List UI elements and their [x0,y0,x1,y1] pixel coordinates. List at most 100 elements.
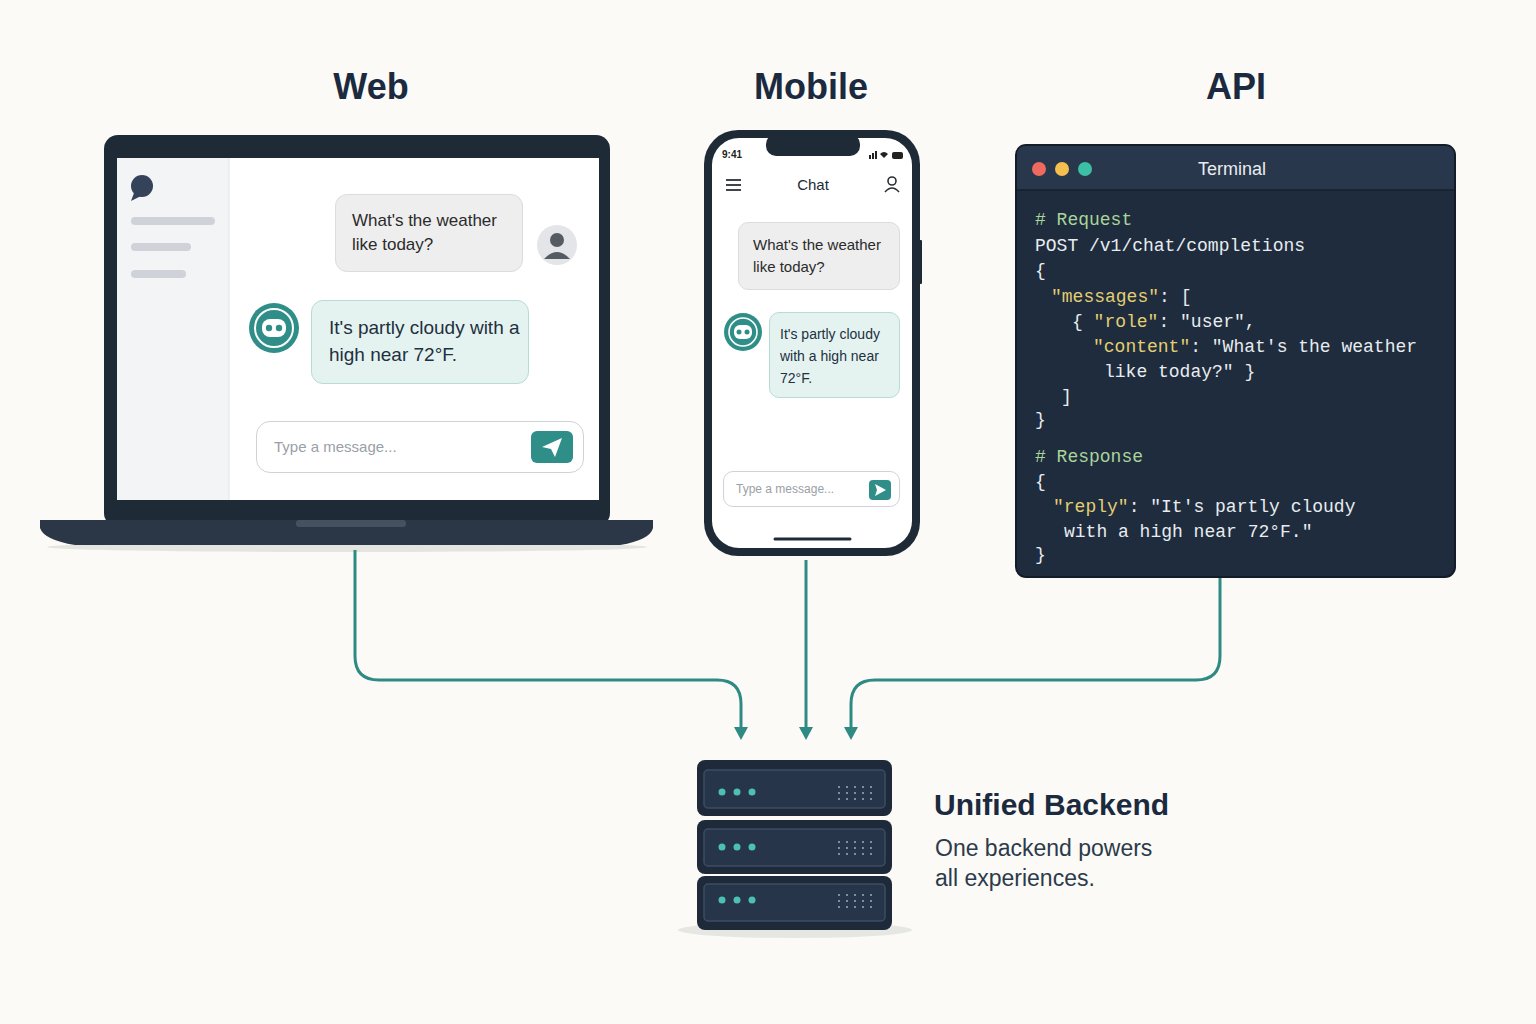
message-text: It's partly cloudy with a high near 72°F… [780,323,896,389]
user-message-bubble: What's the weather like today? [738,222,900,290]
window-dot [1078,162,1092,176]
code-line: POST /v1/chat/completions [1035,234,1435,259]
terminal-titlebar [1017,146,1454,190]
bot-eye [266,325,272,331]
menu-icon [726,179,741,181]
bot-avatar-ring [729,318,757,346]
battery-icon [892,152,903,159]
sidebar-bar [131,243,191,251]
code-line: { "role": "user", [1072,310,1452,335]
server-panel [704,770,885,808]
signal-bar [875,151,877,159]
laptop-screen [117,158,599,500]
bot-eye [745,330,750,335]
vent-grill [838,786,872,800]
server-unit [697,820,892,874]
status-light [734,789,741,796]
titlebar-divider [1017,189,1454,191]
code-line: } [1035,408,1235,433]
bot-eye [737,330,742,335]
server-case [697,876,892,930]
window-dot [1055,162,1069,176]
code-line: { [1035,470,1235,495]
phone-device: Mobile9:41ChatWhat's the weather like to… [700,60,924,560]
code-line: ] [1061,385,1261,410]
avatar-body [544,252,570,259]
bot-avatar [249,303,299,353]
signal-bar [869,155,871,159]
status-light [719,897,726,904]
bot-message-bubble: It's partly cloudy with a high near 72°F… [769,312,900,398]
menu-icon [726,189,741,191]
bot-avatar-ring [255,309,293,347]
placeholder-text: Type a message... [274,437,494,457]
message-input: Type a message... [723,471,900,507]
profile-icon [885,188,899,192]
vent-grill [838,894,872,908]
connector-line [805,560,808,729]
status-light [749,789,756,796]
code-comment: # Response [1035,445,1435,470]
code-line: "messages": [ [1051,285,1451,310]
status-light [734,844,741,851]
server-panel [704,829,885,866]
window-dot [1032,162,1046,176]
connector-arrow [355,550,748,740]
section-heading: API [1136,67,1336,107]
phone-screen [712,138,912,548]
vent-grill [838,841,872,855]
chat-logo-tail [131,193,141,201]
avatar-head [550,233,564,247]
server-unit [697,760,892,816]
profile-icon [888,177,896,185]
phone-notch [766,134,860,156]
json-key: "messages" [1051,287,1159,307]
laptop-notch [296,520,406,527]
status-light [749,897,756,904]
placeholder-text: Type a message... [736,481,856,497]
arrow-head [844,727,858,740]
send-button [869,480,891,500]
section-heading: Mobile [711,67,911,107]
sidebar-bar [131,270,186,278]
bot-eye [276,325,282,331]
server-unit [697,876,892,930]
code-comment: # Request [1035,208,1435,233]
arrow-head [734,727,748,740]
server-case [697,760,892,816]
node-heading: Unified Backend [934,787,1234,823]
user-message-bubble: What's the weather like today? [335,194,523,272]
json-key: "role" [1094,312,1159,332]
window-title: Terminal [1162,158,1302,180]
bot-message-bubble: It's partly cloudy with a high near 72°F… [311,300,529,384]
terminal-window [1016,145,1455,577]
user-avatar [537,225,577,265]
status-light [719,844,726,851]
status-time: 9:41 [722,149,762,161]
connector-line [851,578,1220,729]
send-icon [875,484,886,496]
json-key: "content" [1093,337,1190,357]
bot-face [262,319,286,337]
laptop-screen-frame [104,135,610,527]
message-text: It's partly cloudy with a high near 72°F… [329,314,527,368]
connector-arrow [799,560,813,740]
laptop-base [40,520,653,545]
status-light [734,897,741,904]
arrow-head [799,727,813,740]
section-heading: Web [271,67,471,107]
code-line: "content": "What's the weather like toda… [1093,335,1434,385]
sidebar-bar [131,217,215,225]
connector-arrow [844,578,1220,740]
send-icon [542,438,562,457]
phone-body [704,130,920,556]
status-light [719,789,726,796]
home-indicator [775,538,850,541]
send-button [531,431,573,463]
code-line: } [1035,543,1235,568]
message-text: What's the weather like today? [753,234,893,278]
terminal-window: API Terminal # RequestPOST /v1/chat/comple… [1015,60,1456,578]
backend-server: Unified BackendOne backend powers all ex… [680,740,1180,940]
server-case [697,820,892,874]
